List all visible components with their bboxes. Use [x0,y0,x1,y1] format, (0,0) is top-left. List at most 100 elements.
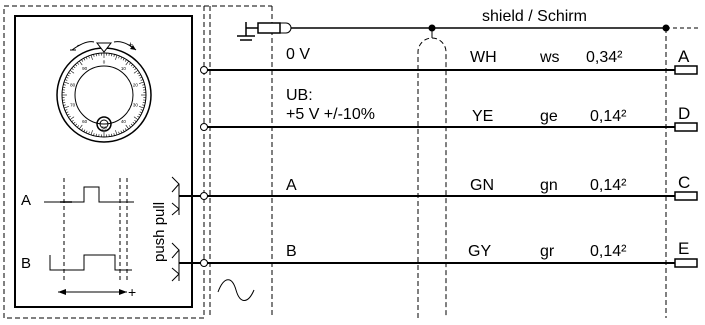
dial-number: 70 [70,103,76,108]
signal-label-ub: +5 V +/-10% [286,106,375,123]
dial-tick [118,131,120,135]
dial-tick [63,106,69,109]
dial-direction-arrow-icon [71,41,95,51]
wire-0v [200,66,667,74]
dial-tick [88,131,90,135]
dial-tick [120,56,123,60]
signal-label-b: B [286,243,297,260]
dial-tick [83,58,86,61]
dial-tick [139,76,143,79]
dial-tick [137,72,140,75]
signal-label-0v: 0 V [286,46,310,63]
waveform-a [44,186,134,203]
dial-tick [65,76,69,79]
dial-tick [83,129,86,132]
wire-color-en-1: YE [472,108,493,125]
cross-section-2: 0,14² [590,177,627,194]
wire-ub [200,123,667,131]
connector-pin-icon [667,65,698,268]
dial-number: 80 [70,82,76,87]
dial-tick [115,130,118,136]
dial-tick [128,62,132,65]
dial-number: 30 [133,103,139,108]
output-type-label: push pull [151,202,168,262]
dial-tick [81,128,84,131]
dial-tick [88,55,90,59]
dial-tick [115,54,118,60]
dial-tick [76,125,80,128]
dial-tick [140,109,144,111]
dial-tick [85,130,88,134]
dial-tick [139,111,143,114]
dial-number: 10 [121,66,127,71]
dial-number: 0 [103,60,106,65]
dial-tick [113,54,115,57]
dial-tick [69,116,75,120]
wire-color-de-0: ws [539,49,560,66]
dial-tick [67,113,70,116]
dial-tick [134,119,137,123]
dial-tick [79,60,83,66]
dial-tick [67,74,70,77]
dial-tick [125,124,129,130]
dial-tick [139,81,145,84]
dial-tick [63,104,66,106]
cross-section-0: 0,34² [586,49,623,66]
waveform-label-b: B [21,255,31,272]
dial-tick [139,106,145,109]
dial-tick [93,133,95,136]
dial-tick [76,62,80,65]
pin-label-d: D [678,104,690,123]
encoder-box [14,15,193,308]
dial-tick [73,121,76,124]
dial-tick [65,111,69,114]
dial-tick [75,64,78,67]
dial-tick [90,130,93,136]
dial-tick [137,115,140,118]
dial-tick [142,104,145,106]
cross-section-1: 0,14² [590,108,627,125]
wire-color-de-3: gr [540,243,555,260]
dial-tick [124,59,127,62]
dial-tick [68,72,71,75]
dial-tick [120,130,123,134]
dial-marker-icon [95,42,113,53]
wire-color-en-3: GY [468,243,491,260]
dial-tick [64,109,68,111]
cable-shield-outline [417,37,447,318]
dial-minus-sign: - [77,40,80,50]
waveform-label-a: A [21,192,31,209]
dial-number: 60 [82,119,88,124]
wire-color-de-1: ge [540,108,558,125]
period-plus-sign: + [128,284,136,300]
dial-tick [85,56,88,60]
dial-knob [96,116,112,132]
dial-tick [130,64,133,67]
dial-plus-sign: + [128,40,133,50]
shield-label: shield / Schirm [482,8,587,25]
dial-tick [132,66,135,69]
dial-tick [63,84,66,86]
dial-tick [64,79,68,81]
dial-tick [113,133,115,136]
dial-tick [75,123,78,126]
pin-label-e: E [678,239,689,258]
dial-tick [142,84,145,86]
shield-plug-icon [257,22,292,34]
dial-tick [71,67,74,71]
dial-tick [138,74,141,77]
dial-tick [73,66,76,69]
push-pull-transistor-icon [171,176,180,282]
dial-tick [133,116,139,120]
dial-tick [81,59,84,62]
ground-icon [237,22,258,41]
dial-tick [128,125,132,128]
dial-tick [63,81,69,84]
sine-wave-icon [217,279,255,301]
dial-tick [71,119,74,123]
dial-number: 20 [133,82,139,87]
pin-label-c: C [678,173,690,192]
signal-label-a: A [286,177,297,194]
dial-tick [132,121,135,124]
